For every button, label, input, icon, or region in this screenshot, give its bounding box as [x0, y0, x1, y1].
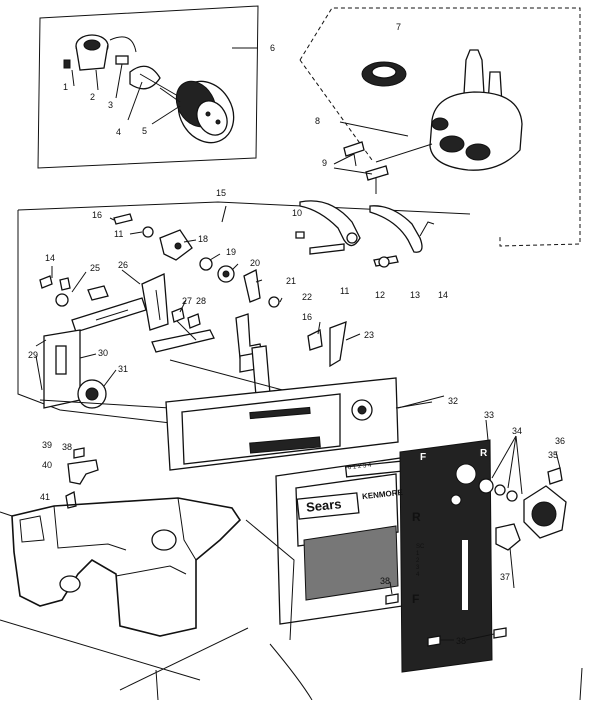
leader-lines: [35, 205, 561, 641]
stitch-knob-assembly: [63, 34, 258, 144]
callout-10: 10: [292, 208, 303, 218]
callout-28: 28: [196, 296, 207, 306]
cover-small-scale: SC 1 2 3 4: [416, 544, 425, 578]
callout-30: 30: [98, 348, 109, 358]
callout-24: 14: [45, 253, 56, 263]
callout-35: 35: [548, 450, 559, 460]
callout-38a: 38: [62, 442, 73, 452]
callout-8: 8: [315, 116, 321, 126]
callout-33: 33: [484, 410, 495, 420]
callout-38b: 38: [380, 576, 391, 586]
levers: [295, 200, 435, 268]
callout-26: 26: [118, 260, 129, 270]
callout-23: 23: [364, 330, 375, 340]
callout-14a: 14: [438, 290, 449, 300]
callout-9: 9: [322, 158, 328, 168]
callout-27: 27: [182, 296, 193, 306]
feed-parts: [39, 273, 215, 409]
callout-3: 3: [108, 100, 114, 110]
inset-box-left: [37, 5, 259, 169]
callout-16b: 16: [302, 312, 313, 322]
bracket-40-41: [65, 459, 99, 509]
callout-22: 22: [302, 292, 313, 302]
screws-part-9: [333, 141, 389, 194]
callout-20: 20: [250, 258, 261, 268]
callout-34: 34: [512, 426, 523, 436]
nameplate-panel: [275, 455, 417, 625]
callout-4: 4: [116, 127, 122, 137]
callout-11b: 11: [340, 286, 350, 296]
machine-head-casting: [0, 497, 583, 701]
callout-18: 18: [198, 234, 209, 244]
cover-r-mid: R: [412, 510, 421, 524]
face-plate-32: [165, 377, 445, 471]
screws-part-38: [73, 447, 507, 647]
callout-6: 6: [270, 43, 276, 53]
feed-dog-parts: [39, 313, 347, 409]
callout-19: 19: [226, 247, 237, 257]
callout-21: 21: [286, 276, 297, 286]
callout-7: 7: [396, 22, 402, 32]
callout-41: 41: [40, 492, 51, 502]
callout-40: 40: [42, 460, 53, 470]
cam-stack-assembly: [339, 49, 523, 171]
callout-29: 29: [28, 350, 39, 360]
cover-r-top: R: [480, 448, 488, 459]
inset-box-right: [299, 7, 581, 247]
callout-1: 1: [63, 82, 69, 92]
cover-f-top: F: [420, 452, 427, 463]
callout-38c: 38: [456, 636, 467, 646]
callout-2: 2: [90, 92, 96, 102]
callout-11a: 11: [114, 229, 124, 239]
callout-5: 5: [142, 126, 148, 136]
callout-32: 32: [448, 396, 459, 406]
switch-parts: [478, 435, 567, 551]
callout-15: 15: [216, 188, 227, 198]
callout-13: 13: [410, 290, 421, 300]
callout-25: 25: [90, 263, 101, 273]
cover-f-bottom: F: [412, 592, 420, 606]
callout-31: 31: [118, 364, 129, 374]
callout-16a: 16: [92, 210, 103, 220]
callout-36: 36: [555, 436, 566, 446]
callout-39: 39: [42, 440, 53, 450]
callout-12: 12: [375, 290, 386, 300]
callout-37: 37: [500, 572, 511, 582]
small-parts-row: [113, 213, 280, 308]
cover-plate-33: [399, 419, 493, 673]
